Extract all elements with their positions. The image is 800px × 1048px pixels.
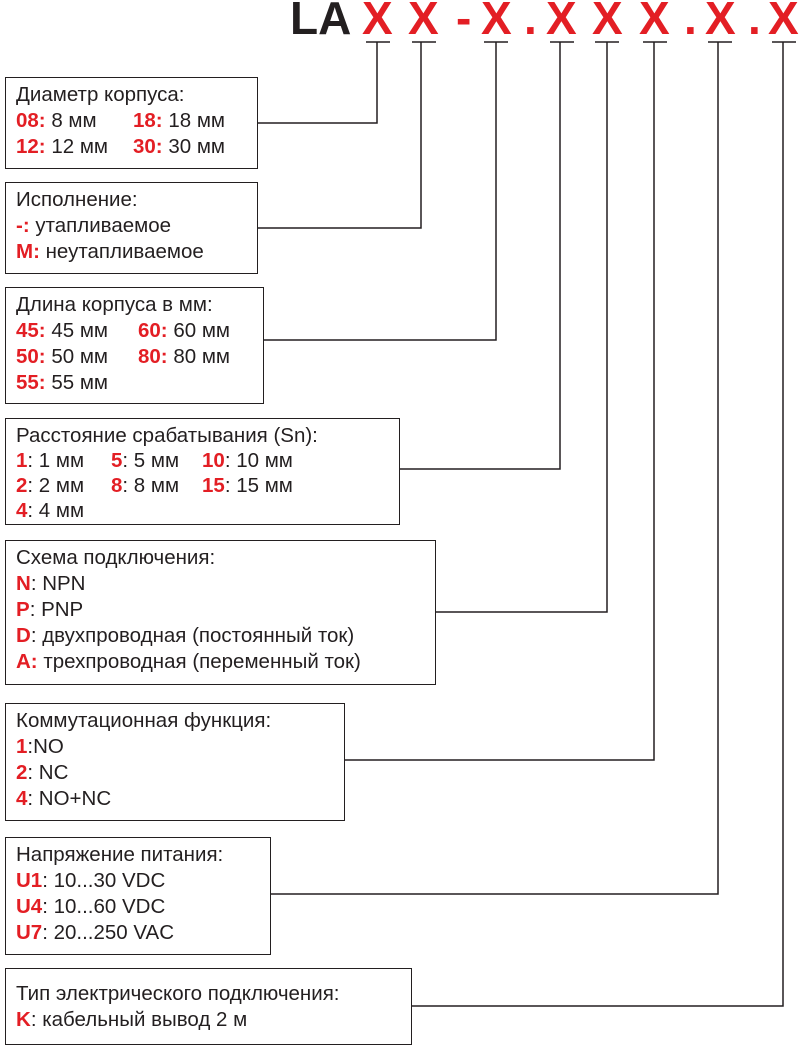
option-row: 1: 1 мм 5: 5 мм 10: 10 мм: [16, 448, 393, 473]
connector-diameter: [258, 42, 378, 124]
option: 5: 5 мм: [111, 449, 180, 472]
box-title: Длина корпуса в мм:: [16, 293, 213, 316]
box-title: Исполнение:: [16, 188, 138, 211]
option-row: U7: 20...250 VAC: [16, 920, 264, 946]
option: 4: 4 мм: [16, 499, 85, 522]
box-version: Исполнение: -: утапливаемое M: неутаплив…: [5, 182, 258, 274]
option-row: 4: 4 мм: [16, 498, 393, 523]
option: U7: 20...250 VAC: [16, 921, 175, 944]
box-title: Схема подключения:: [16, 546, 216, 569]
option-row: N: NPN: [16, 571, 429, 597]
option: D: двухпроводная (постоянный ток): [16, 624, 355, 647]
option: 8: 8 мм: [111, 474, 180, 497]
box-housing-diameter: Диаметр корпуса: 08: 8 мм 18: 18 мм 12: 1…: [5, 77, 258, 169]
option-row: 4: NO+NC: [16, 786, 338, 812]
box-title: Напряжение питания:: [16, 843, 224, 866]
connector-voltage: [271, 42, 719, 895]
option: 45: 45 мм: [16, 319, 109, 342]
option: U4: 10...60 VDC: [16, 895, 166, 918]
code-placeholder-function: X: [639, 0, 670, 44]
option-row: 2: 2 мм 8: 8 мм 15: 15 мм: [16, 473, 393, 498]
box-connection-scheme: Схема подключения: N: NPN P: PNP D: двух…: [5, 540, 436, 685]
box-supply-voltage: Напряжение питания: U1: 10...30 VDC U4: …: [5, 837, 271, 955]
box-sensing-distance: Расстояние срабатывания (Sn): 1: 1 мм 5: …: [5, 418, 400, 525]
option-row: P: PNP: [16, 597, 429, 623]
option: 18: 18 мм: [133, 109, 226, 132]
option-row: 55: 55 мм: [16, 370, 257, 396]
option: 10: 10 мм: [202, 449, 293, 472]
option: U1: 10...30 VDC: [16, 869, 166, 892]
box-title: Коммутационная функция:: [16, 709, 272, 732]
option-row: A: трехпроводная (переменный ток): [16, 649, 429, 675]
box-switching-function: Коммутационная функция: 1:NO 2: NC 4: NO…: [5, 703, 345, 821]
option-row: 45: 45 мм 60: 60 мм: [16, 318, 257, 344]
option-row: 12: 12 мм 30: 30 мм: [16, 134, 251, 160]
option-row: 50: 50 мм 80: 80 мм: [16, 344, 257, 370]
code-placeholder-distance: X: [546, 0, 577, 44]
connector-connection: [412, 42, 784, 1007]
box-title: Расстояние срабатывания (Sn):: [16, 424, 318, 447]
option-row: 1:NO: [16, 734, 338, 760]
box-title: Диаметр корпуса:: [16, 83, 185, 106]
option-row: M: неутапливаемое: [16, 239, 251, 265]
connector-function: [345, 42, 655, 761]
code-separator-dash: -: [456, 0, 472, 44]
option: 60: 60 мм: [138, 319, 231, 342]
option: A: трехпроводная (переменный ток): [16, 650, 361, 673]
code-placeholder-version: X: [408, 0, 439, 44]
option: 2: NC: [16, 761, 69, 784]
connector-distance: [400, 42, 561, 470]
option: M: неутапливаемое: [16, 240, 204, 263]
option: 4: NO+NC: [16, 787, 112, 810]
connector-scheme: [436, 42, 608, 613]
model-code: LA X X - X . X X X . X . X: [0, 0, 800, 44]
option: 2: 2 мм: [16, 474, 85, 497]
code-separator-dot: .: [684, 0, 697, 44]
code-separator-dot: .: [524, 0, 537, 44]
code-placeholder-connection: X: [768, 0, 799, 44]
code-placeholder-diameter: X: [362, 0, 393, 44]
option-row: 2: NC: [16, 760, 338, 786]
option: 15: 15 мм: [202, 474, 293, 497]
option: 30: 30 мм: [133, 135, 226, 158]
option: -: утапливаемое: [16, 214, 172, 237]
box-electrical-connection: Тип электрического подключения: K: кабел…: [5, 968, 412, 1045]
option-row: 08: 8 мм 18: 18 мм: [16, 108, 251, 134]
option: 50: 50 мм: [16, 345, 109, 368]
connector-version: [258, 42, 422, 229]
code-prefix: LA: [290, 0, 352, 44]
option: 1: 1 мм: [16, 449, 85, 472]
code-placeholder-scheme: X: [592, 0, 623, 44]
option-row: D: двухпроводная (постоянный ток): [16, 623, 429, 649]
code-placeholder-voltage: X: [705, 0, 736, 44]
option: K: кабельный вывод 2 м: [16, 1008, 248, 1031]
option-row: K: кабельный вывод 2 м: [16, 1007, 405, 1033]
code-placeholder-length: X: [481, 0, 512, 44]
connector-length: [264, 42, 497, 341]
option: N: NPN: [16, 572, 86, 595]
option: 1:NO: [16, 735, 64, 758]
option-row: U4: 10...60 VDC: [16, 894, 264, 920]
option: 55: 55 мм: [16, 371, 109, 394]
option-row: -: утапливаемое: [16, 213, 251, 239]
option-row: U1: 10...30 VDC: [16, 868, 264, 894]
option: 80: 80 мм: [138, 345, 231, 368]
option: 08: 8 мм: [16, 109, 97, 132]
option: P: PNP: [16, 598, 84, 621]
option: 12: 12 мм: [16, 135, 109, 158]
code-separator-dot: .: [748, 0, 761, 44]
box-title: Тип электрического подключения:: [16, 982, 340, 1005]
box-housing-length: Длина корпуса в мм: 45: 45 мм 60: 60 мм 5…: [5, 287, 264, 404]
